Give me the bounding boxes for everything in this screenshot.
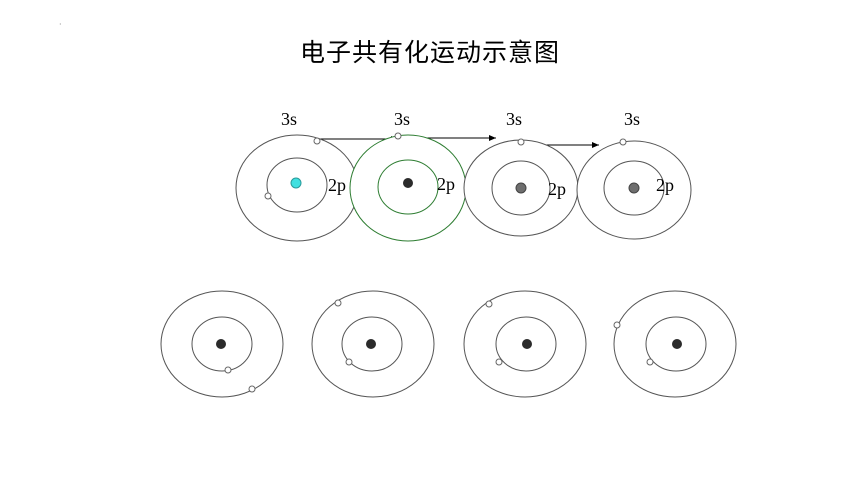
electron bbox=[248, 385, 256, 393]
nucleus bbox=[522, 339, 532, 349]
outer-orbit bbox=[160, 290, 284, 398]
orbital-label-3s: 3s bbox=[281, 109, 297, 129]
electron bbox=[224, 366, 232, 374]
top-row: 3s 2p 3s 2p 3s 2p 3s 2p bbox=[235, 109, 692, 242]
atom-bottom-1 bbox=[160, 290, 284, 398]
inner-orbit-2p bbox=[266, 157, 328, 213]
electron bbox=[613, 321, 621, 329]
transfer-arrows bbox=[316, 135, 599, 148]
inner-orbit bbox=[341, 316, 403, 372]
orbital-label-3s: 3s bbox=[394, 109, 410, 129]
nucleus bbox=[672, 339, 682, 349]
outer-orbit bbox=[463, 290, 587, 398]
orbital-label-3s: 3s bbox=[624, 109, 640, 129]
orbital-label-2p: 2p bbox=[548, 179, 566, 199]
inner-orbit-2p bbox=[377, 159, 439, 215]
nucleus bbox=[515, 182, 527, 194]
electron bbox=[334, 299, 342, 307]
orbital-label-2p: 2p bbox=[437, 174, 455, 194]
nucleus bbox=[216, 339, 226, 349]
outer-orbit bbox=[311, 290, 435, 398]
electron bbox=[345, 358, 353, 366]
atom-bottom-2 bbox=[311, 290, 435, 398]
nucleus bbox=[366, 339, 376, 349]
page-title: 电子共有化运动示意图 bbox=[299, 38, 560, 67]
electron bbox=[313, 137, 321, 145]
electron bbox=[517, 138, 525, 146]
inner-orbit-2p bbox=[491, 160, 551, 216]
atom-bottom-4 bbox=[613, 290, 737, 398]
electron bbox=[619, 138, 627, 146]
atom-top-3: 3s 2p bbox=[463, 109, 579, 237]
bottom-row bbox=[160, 290, 737, 398]
nucleus bbox=[290, 177, 302, 189]
orbital-label-2p: 2p bbox=[328, 175, 346, 195]
electron bbox=[264, 192, 272, 200]
corner-mark: · bbox=[59, 20, 62, 29]
electron bbox=[646, 358, 654, 366]
inner-orbit bbox=[495, 316, 557, 372]
atom-bottom-3 bbox=[463, 290, 587, 398]
orbital-label-2p: 2p bbox=[656, 175, 674, 195]
electron bbox=[485, 300, 493, 308]
electron bbox=[495, 358, 503, 366]
inner-orbit-2p bbox=[603, 160, 665, 216]
electron bbox=[394, 132, 402, 140]
nucleus bbox=[628, 182, 640, 194]
atom-top-4: 3s 2p bbox=[576, 109, 692, 240]
inner-orbit bbox=[191, 316, 253, 372]
nucleus bbox=[403, 178, 413, 188]
orbital-label-3s: 3s bbox=[506, 109, 522, 129]
outer-orbit bbox=[613, 290, 737, 398]
inner-orbit bbox=[645, 316, 707, 372]
atom-top-2: 3s 2p bbox=[349, 109, 467, 242]
atom-top-1: 3s 2p bbox=[235, 109, 359, 242]
